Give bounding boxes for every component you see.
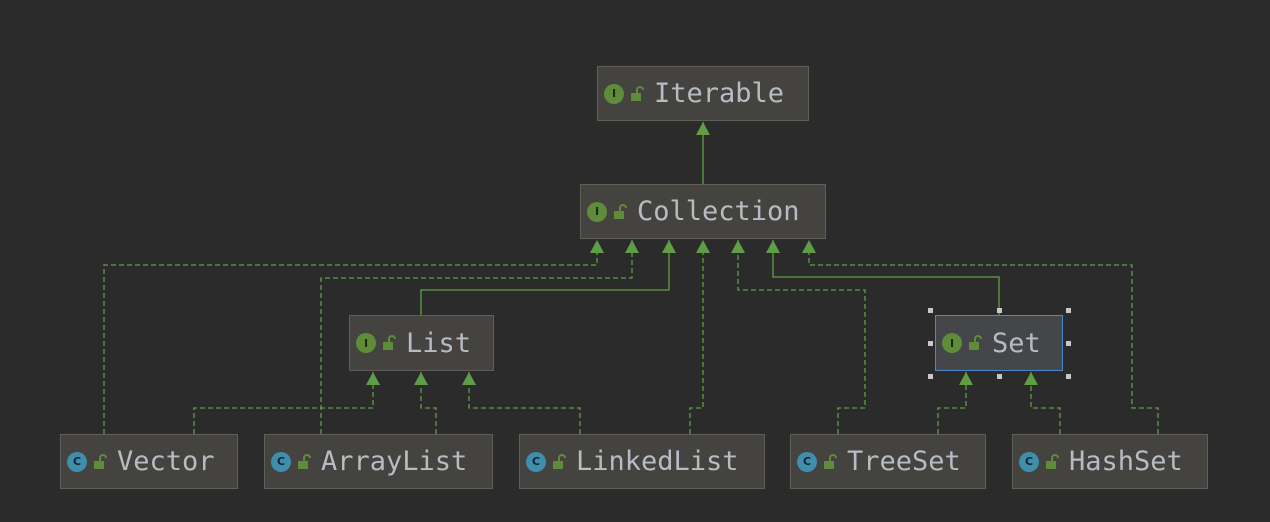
lock-open-icon (553, 453, 566, 469)
edge-set-to-collection (766, 240, 1000, 315)
node-linkedlist[interactable]: C LinkedList (519, 434, 765, 489)
interface-icon: I (942, 333, 962, 353)
edge-vector-to-collection (103, 240, 604, 434)
selection-handle-top-right[interactable] (1066, 308, 1071, 313)
selection-handle-bottom[interactable] (997, 374, 1002, 379)
edge-linkedlist-to-list (462, 372, 581, 434)
arrowhead-icon (366, 372, 380, 385)
node-collection[interactable]: I Collection (580, 184, 826, 239)
lock-open-icon (631, 85, 644, 101)
node-label: ArrayList (321, 446, 468, 477)
selection-handle-left[interactable] (928, 341, 933, 346)
arrowhead-icon (802, 240, 816, 253)
node-label: Collection (637, 196, 800, 227)
edge-collection-to-iterable (696, 122, 710, 184)
arrowhead-icon (766, 240, 780, 253)
arrowhead-icon (696, 122, 710, 135)
edge-arraylist-to-list (414, 372, 437, 434)
lock-open-icon (824, 453, 837, 469)
selection-handle-top-left[interactable] (928, 308, 933, 313)
lock-open-icon (298, 453, 311, 469)
selection-handle-right[interactable] (1066, 341, 1071, 346)
edge-line (420, 240, 670, 315)
edge-line (1030, 372, 1061, 434)
node-iterable[interactable]: I Iterable (597, 66, 809, 121)
edge-line (937, 372, 967, 434)
node-set[interactable]: I Set (935, 315, 1063, 371)
node-vector[interactable]: C Vector (60, 434, 238, 489)
node-label: Set (992, 327, 1041, 359)
edge-vector-to-list (193, 372, 380, 434)
selection-handle-bottom-right[interactable] (1066, 374, 1071, 379)
class-icon: C (67, 451, 87, 472)
node-hashset[interactable]: C HashSet (1012, 434, 1208, 489)
arrowhead-icon (696, 240, 710, 253)
node-arraylist[interactable]: C ArrayList (264, 434, 493, 489)
interface-icon: I (604, 83, 624, 104)
edge-line (808, 240, 1159, 434)
lock-open-icon (614, 203, 627, 219)
edge-line (193, 372, 374, 434)
edge-line (420, 372, 437, 434)
node-label: Iterable (654, 78, 785, 109)
selection-handle-top[interactable] (997, 308, 1002, 313)
node-list[interactable]: I List (349, 315, 494, 371)
class-icon: C (1019, 451, 1039, 472)
arrowhead-icon (462, 372, 476, 385)
arrowhead-icon (1024, 372, 1038, 385)
edge-arraylist-to-collection (320, 240, 639, 434)
node-label: HashSet (1069, 446, 1183, 477)
edge-treeset-to-set (937, 372, 973, 434)
node-label: List (406, 327, 472, 359)
arrowhead-icon (959, 372, 973, 385)
node-label: Vector (117, 446, 215, 477)
arrowhead-icon (414, 372, 428, 385)
edge-treeset-to-collection (731, 240, 866, 434)
lock-open-icon (94, 453, 107, 469)
arrowhead-icon (625, 240, 639, 253)
arrowhead-icon (662, 240, 676, 253)
lock-open-icon (383, 335, 396, 350)
edge-linkedlist-to-collection (689, 240, 710, 434)
class-icon: C (526, 451, 546, 472)
class-icon: C (271, 451, 291, 472)
edge-line (737, 240, 866, 434)
arrowhead-icon (731, 240, 745, 253)
edge-list-to-collection (420, 240, 676, 315)
lock-open-icon (969, 335, 982, 350)
edge-line (772, 240, 1000, 315)
selection-handle-bottom-left[interactable] (928, 374, 933, 379)
lock-open-icon (1046, 453, 1059, 469)
arrowhead-icon (590, 240, 604, 253)
edge-line (689, 240, 704, 434)
edge-line (468, 372, 581, 434)
edge-hashset-to-set (1024, 372, 1061, 434)
node-label: LinkedList (576, 446, 739, 477)
edge-hashset-to-collection (802, 240, 1159, 434)
node-treeset[interactable]: C TreeSet (790, 434, 986, 489)
interface-icon: I (356, 333, 376, 353)
interface-icon: I (587, 201, 607, 222)
class-icon: C (797, 451, 817, 472)
node-label: TreeSet (847, 446, 961, 477)
